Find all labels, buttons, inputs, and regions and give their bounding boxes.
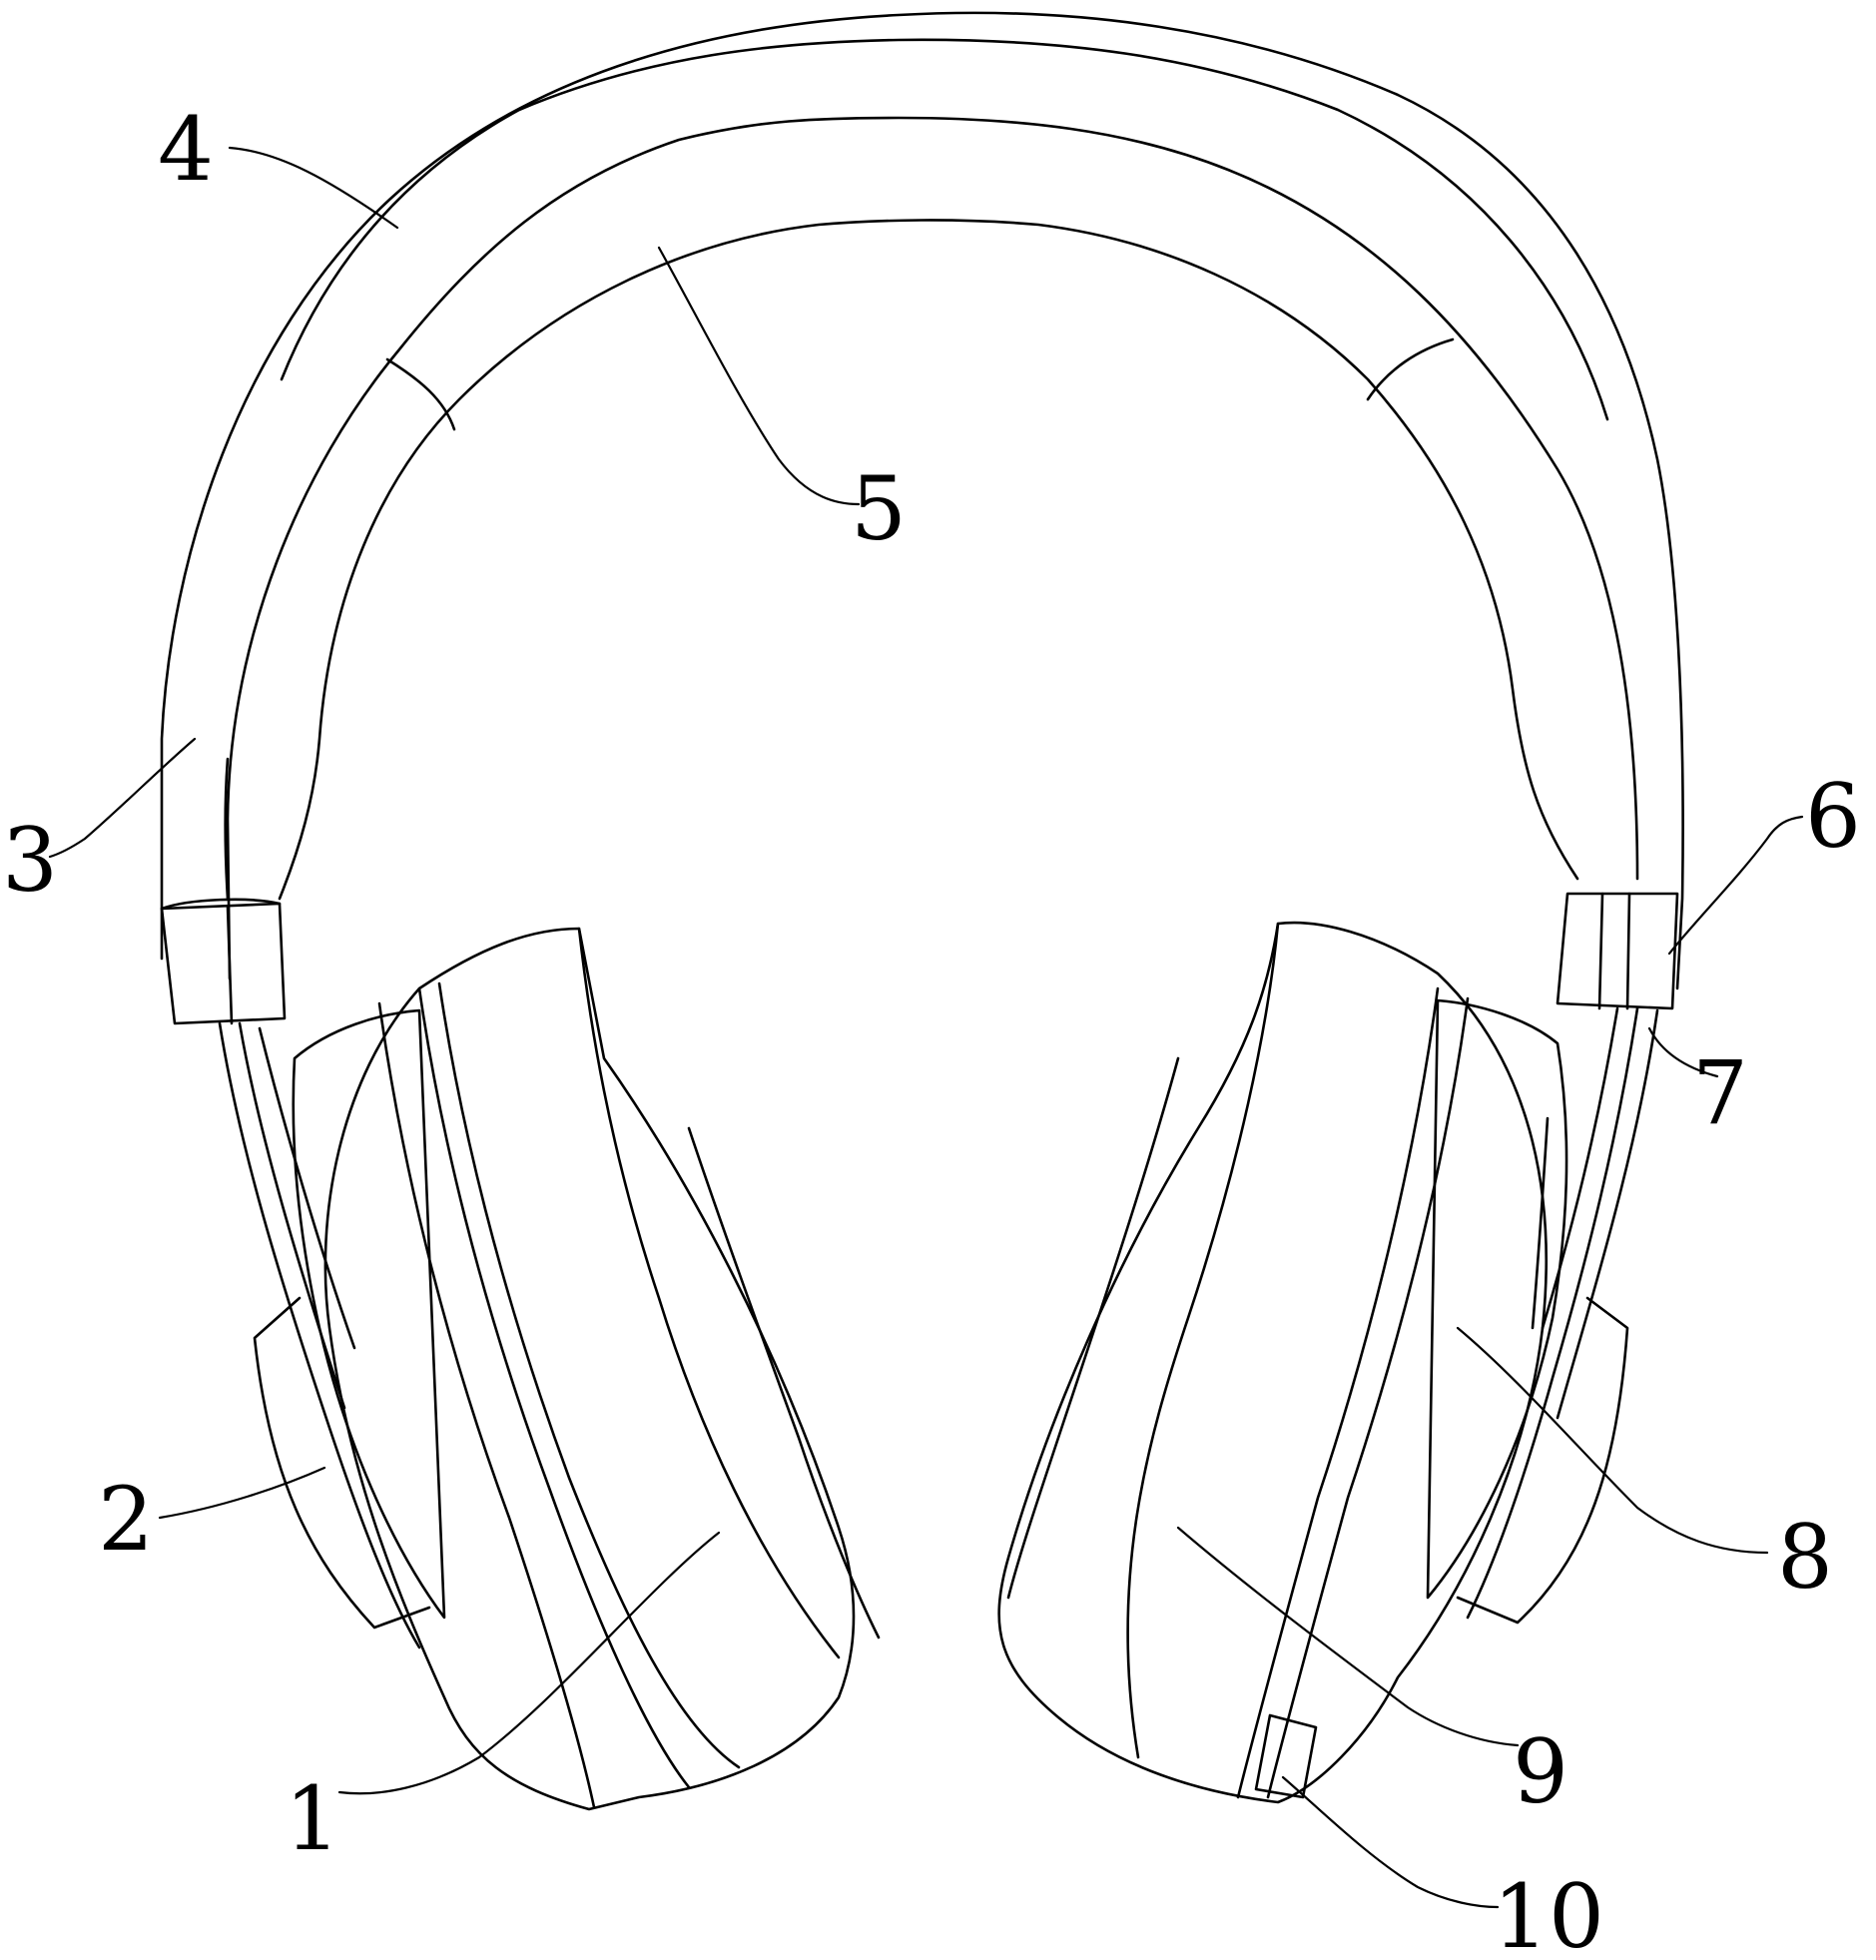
- headband-inner-left-line: [224, 757, 230, 901]
- leader-8: [1456, 1326, 1769, 1555]
- label-part-7: 7: [1692, 1041, 1748, 1144]
- left-arm-outer: [218, 1021, 421, 1649]
- headband-division-right: [1366, 337, 1455, 401]
- left-earcup-contour-2: [417, 986, 691, 1789]
- left-earcup-contour-3: [437, 981, 741, 1769]
- leader-7: [1647, 1026, 1719, 1078]
- right-earcup-button: [1254, 1713, 1318, 1799]
- headband-inner-edge: [278, 219, 1579, 901]
- left-earcup-contour-1: [377, 1001, 596, 1809]
- left-connector-divider: [226, 905, 234, 1025]
- leader-3: [48, 737, 197, 859]
- right-earcup-contour-4: [1006, 1056, 1180, 1600]
- right-connector: [1466, 892, 1679, 1620]
- right-earcup-contour-3: [1126, 922, 1280, 1759]
- leader-9: [1176, 1526, 1520, 1747]
- left-connector-block: [160, 902, 287, 1025]
- right-earcup-contour-1: [1236, 986, 1440, 1799]
- label-part-1: 1: [285, 1767, 340, 1870]
- label-part-10: 10: [1493, 1865, 1604, 1955]
- left-arm-back: [258, 1026, 356, 1350]
- right-connector-divider-1: [1597, 892, 1604, 1010]
- left-earcup-contour-5: [687, 1126, 881, 1639]
- right-arm-inner: [1541, 1006, 1619, 1330]
- right-earcup-shell: [1426, 998, 1568, 1600]
- headband-division-left: [385, 357, 456, 431]
- leader-2: [158, 1466, 326, 1520]
- right-earcup-cushion: [997, 921, 1548, 1804]
- leader-6: [1667, 815, 1804, 956]
- headband-cushion-outer-line: [226, 116, 1639, 980]
- right-earcup-rear-housing: [1456, 1296, 1629, 1625]
- leader-4: [228, 146, 399, 230]
- left-earcup: [253, 927, 881, 1811]
- right-arm-back: [1556, 1008, 1659, 1420]
- left-earcup-shell: [292, 1008, 446, 1620]
- left-connector: [160, 898, 421, 1649]
- headband-outer-edge: [160, 11, 1684, 990]
- right-arm-outer: [1466, 1006, 1639, 1620]
- leader-1: [337, 1531, 721, 1795]
- right-connector-divider-2: [1625, 892, 1631, 1010]
- leader-10: [1281, 1775, 1500, 1909]
- label-part-4: 4: [158, 98, 214, 201]
- headband: [160, 11, 1684, 990]
- leader-5: [657, 246, 861, 506]
- label-part-6: 6: [1805, 765, 1861, 868]
- label-part-9: 9: [1513, 1720, 1568, 1823]
- headband-outer-layer-line: [280, 38, 1609, 421]
- right-connector-block: [1556, 892, 1679, 1010]
- right-earcup: [997, 921, 1629, 1804]
- left-earcup-contour-4: [577, 927, 841, 1659]
- right-earcup-contour-2: [1266, 996, 1470, 1799]
- label-part-2: 2: [98, 1468, 154, 1571]
- leader-lines: [48, 146, 1804, 1909]
- left-earcup-cushion: [323, 927, 856, 1811]
- label-part-3: 3: [2, 809, 58, 912]
- label-part-5: 5: [851, 457, 907, 560]
- left-connector-top: [160, 898, 282, 911]
- part-labels: 1 2 3 4 5 6 7 8 9 10: [2, 98, 1861, 1960]
- label-part-8: 8: [1777, 1506, 1833, 1609]
- right-earcup-contour-5: [1531, 1116, 1550, 1330]
- left-earcup-rear-housing: [253, 1296, 431, 1630]
